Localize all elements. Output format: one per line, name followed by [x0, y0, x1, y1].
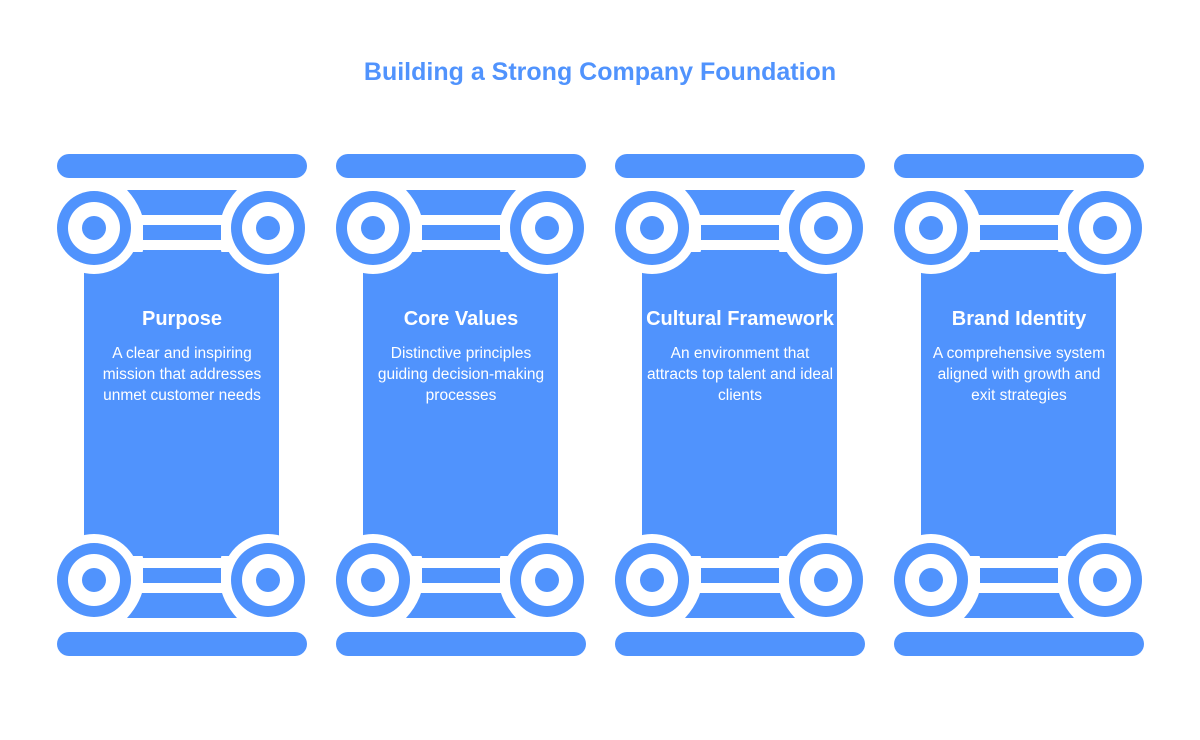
column-bottom-bar: [615, 632, 865, 656]
pillar-purpose: Purpose A clear and inspiring mission th…: [57, 150, 307, 660]
echinus-base: [653, 530, 827, 556]
ionic-column-icon: [894, 154, 1144, 656]
ionic-column-icon: [336, 154, 586, 656]
pillar-cultural-framework: Cultural Framework An environment that a…: [615, 150, 865, 660]
echinus-base: [932, 252, 1106, 278]
column-top-bar: [336, 154, 586, 178]
echinus-base: [374, 252, 548, 278]
pillar-heading: Brand Identity: [951, 308, 1087, 330]
column-top-bar: [615, 154, 865, 178]
column-shaft: [921, 268, 1116, 540]
pillar-heading: Purpose: [141, 308, 223, 330]
pillar-description: A clear and inspiring mission that addre…: [102, 345, 262, 404]
echinus-bar: [701, 225, 779, 240]
pillar-core-values: Core Values Distinctive principles guidi…: [336, 150, 586, 660]
echinus-bar: [422, 225, 500, 240]
ionic-column-icon: [615, 154, 865, 656]
echinus-base: [95, 252, 269, 278]
column-bottom-bar: [336, 632, 586, 656]
column-top-bar: [894, 154, 1144, 178]
pillar-description: A comprehensive system aligned with grow…: [932, 345, 1106, 404]
ionic-column-icon: [57, 154, 307, 656]
echinus-bar: [980, 225, 1058, 240]
pillar-heading: Cultural Framework: [646, 308, 834, 330]
echinus-bar: [422, 568, 500, 583]
column-shaft: [363, 268, 558, 540]
column-bottom-bar: [894, 632, 1144, 656]
echinus-base: [653, 252, 827, 278]
column-shaft: [84, 268, 279, 540]
echinus-bar: [980, 568, 1058, 583]
echinus-base: [932, 530, 1106, 556]
echinus-bar: [143, 225, 221, 240]
pillar-heading: Core Values: [403, 308, 519, 330]
column-bottom-bar: [57, 632, 307, 656]
diagram-title: Building a Strong Company Foundation: [363, 58, 837, 86]
echinus-bar: [701, 568, 779, 583]
echinus-base: [95, 530, 269, 556]
pillar-description: An environment that attracts top talent …: [646, 345, 834, 404]
echinus-base: [374, 530, 548, 556]
echinus-bar: [143, 568, 221, 583]
pillar-brand-identity: Brand Identity A comprehensive system al…: [894, 150, 1144, 660]
column-top-bar: [57, 154, 307, 178]
column-shaft: [642, 268, 837, 540]
pillar-description: Distinctive principles guiding decision-…: [377, 345, 545, 404]
